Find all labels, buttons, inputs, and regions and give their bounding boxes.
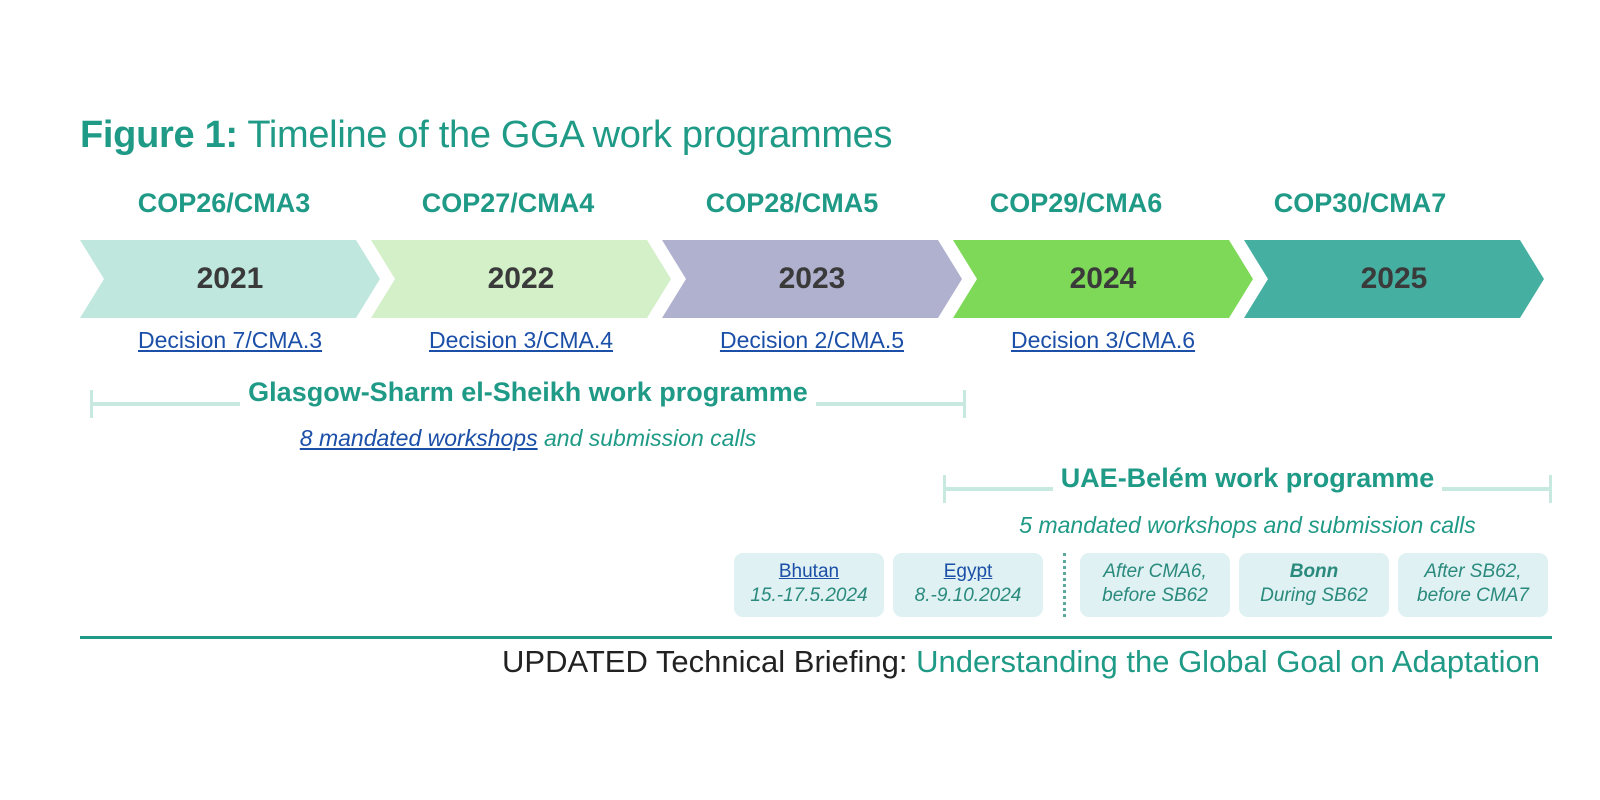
year-label: 2021 [196,262,264,295]
workshop-bhutan-date: 15.-17.5.2024 [750,585,868,606]
year-chevron-2023: 2023 [662,240,962,318]
workshop-box-after-sb62: After SB62, before CMA7 [1398,553,1548,617]
glasgow-bracket-end [963,390,966,418]
workshop-after-sb62-line1: After SB62, [1424,561,1522,582]
year-chevron-2022: 2022 [371,240,671,318]
workshop-bhutan-link[interactable]: Bhutan [778,561,840,582]
decision-link-2024[interactable]: Decision 3/CMA.6 [1010,327,1196,353]
year-label: 2025 [1360,262,1428,295]
year-chevron-2024: 2024 [953,240,1253,318]
cop-label-2021: COP26/CMA3 [137,188,311,218]
cop-label-2022: COP27/CMA4 [421,188,595,218]
chevron-shape [953,240,1253,318]
chevron-shape [662,240,962,318]
footer-title: Understanding the Global Goal on Adaptat… [916,644,1540,679]
workshop-box-egypt: Egypt 8.-9.10.2024 [893,553,1043,617]
workshop-bonn-line1: Bonn [1289,561,1339,582]
uae-bracket-end [1549,475,1552,503]
decision-link-2022[interactable]: Decision 3/CMA.4 [428,327,614,353]
figure-label: Figure 1: [80,114,238,156]
cop-label-2024: COP29/CMA6 [989,188,1163,218]
workshop-after-cma6-line1: After CMA6, [1103,561,1207,582]
figure-title-text: Timeline of the GGA work programmes [247,114,893,156]
workshop-box-bonn: Bonn During SB62 [1239,553,1389,617]
workshop-box-after-cma6: After CMA6, before SB62 [1080,553,1230,617]
figure-title: Figure 1: Timeline of the GGA work progr… [80,114,893,157]
cop-label-2025: COP30/CMA7 [1273,188,1447,218]
uae-subtitle: 5 mandated workshops and submission call… [1019,512,1476,538]
workshop-bonn-line2: During SB62 [1260,585,1368,606]
uae-programme-title: UAE-Belém work programme [1052,463,1443,493]
glasgow-workshops-link[interactable]: 8 mandated workshops [299,425,538,451]
footer-divider [80,636,1552,639]
cop-label-2023: COP28/CMA5 [705,188,879,218]
year-label: 2022 [487,262,555,295]
workshop-egypt-date: 8.-9.10.2024 [914,585,1022,606]
year-label: 2023 [778,262,846,295]
workshop-divider [1063,553,1066,617]
workshop-box-bhutan: Bhutan 15.-17.5.2024 [734,553,884,617]
decision-link-2023[interactable]: Decision 2/CMA.5 [719,327,905,353]
glasgow-title-wrap: Glasgow-Sharm el-Sheikh work programme [90,377,966,408]
glasgow-subtitle: 8 mandated workshops and submission call… [90,425,966,452]
workshop-egypt-link[interactable]: Egypt [943,561,993,582]
chevron-shape [1244,240,1544,318]
footer-prefix: UPDATED Technical Briefing: [502,644,917,679]
chevron-shape [80,240,380,318]
chevron-shape [371,240,671,318]
year-chevron-2025: 2025 [1244,240,1544,318]
workshop-after-cma6-line2: before SB62 [1102,585,1208,606]
glasgow-subtitle-rest: and submission calls [537,425,757,451]
uae-title-wrap: UAE-Belém work programme [943,463,1552,494]
glasgow-programme-title: Glasgow-Sharm el-Sheikh work programme [240,377,816,407]
footer-text: UPDATED Technical Briefing: Understandin… [502,644,1540,680]
year-label: 2024 [1069,262,1137,295]
decision-link-2021[interactable]: Decision 7/CMA.3 [137,327,323,353]
workshop-after-sb62-line2: before CMA7 [1417,585,1529,606]
year-chevron-2021: 2021 [80,240,380,318]
